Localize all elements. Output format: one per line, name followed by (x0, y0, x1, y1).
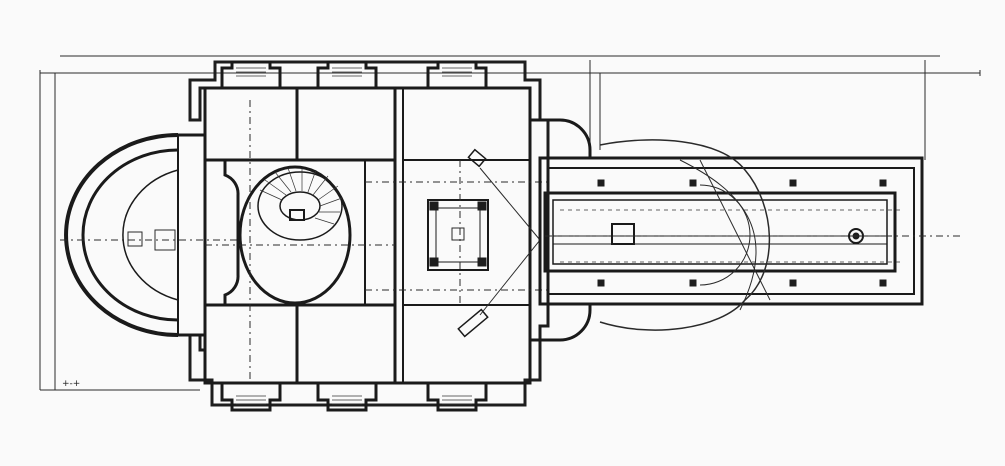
top-window-bays (220, 60, 488, 88)
left-apse (60, 133, 240, 337)
central-hall (365, 148, 548, 338)
swing-arcs (599, 139, 771, 331)
bottom-left-mark-label: +-+ (62, 379, 80, 389)
scale-mark: +-+ (62, 379, 80, 389)
right-gallery-wing (538, 156, 960, 306)
vestibule (205, 100, 395, 380)
bottom-window-bays (220, 383, 488, 412)
spiral-staircase (238, 165, 352, 305)
dimension-lines (39, 55, 981, 391)
main-building-walls (188, 60, 550, 407)
